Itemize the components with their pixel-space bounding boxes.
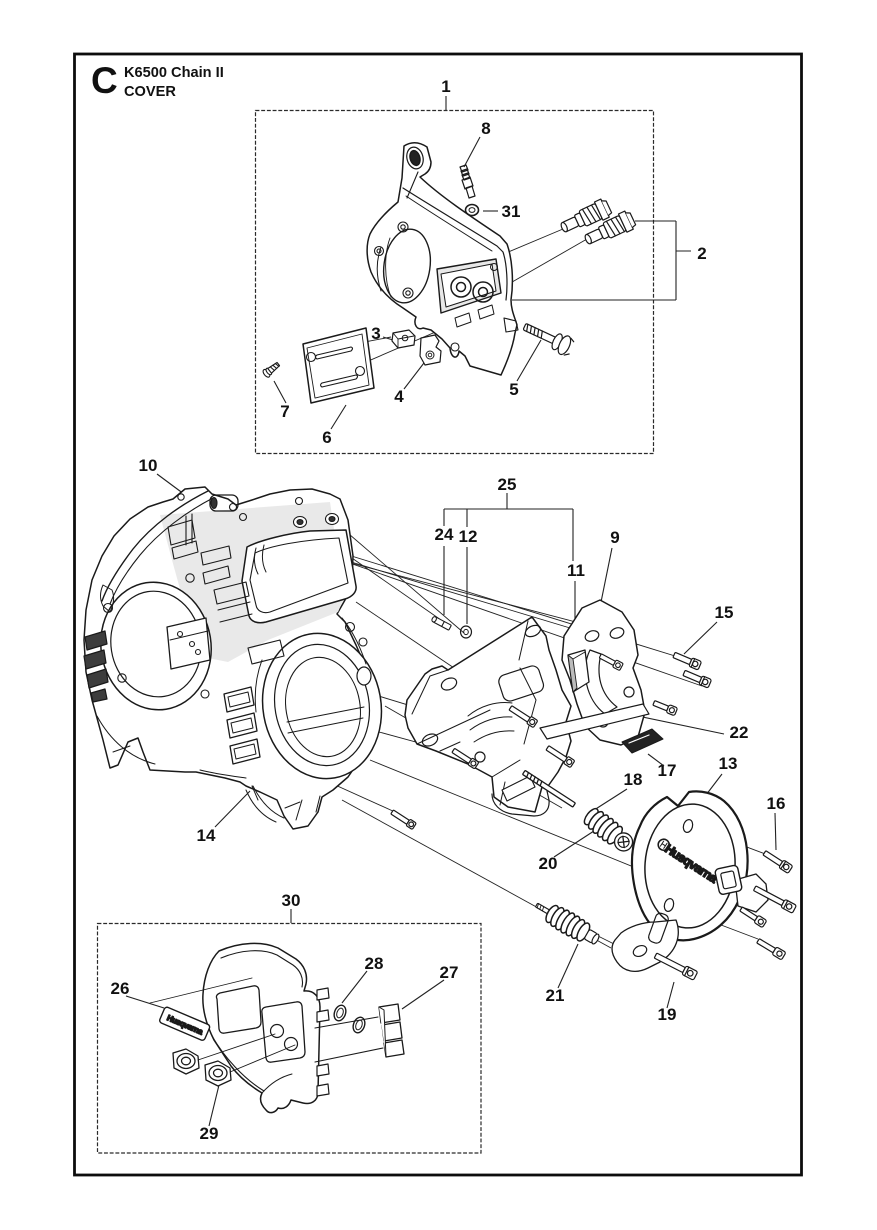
svg-text:1: 1 xyxy=(441,77,450,96)
svg-text:14: 14 xyxy=(197,826,216,845)
svg-text:29: 29 xyxy=(200,1124,219,1143)
svg-text:4: 4 xyxy=(394,387,404,406)
svg-text:C: C xyxy=(91,60,118,101)
svg-text:27: 27 xyxy=(440,963,459,982)
svg-text:16: 16 xyxy=(767,794,786,813)
svg-text:28: 28 xyxy=(365,954,384,973)
svg-text:10: 10 xyxy=(139,456,158,475)
svg-text:7: 7 xyxy=(280,402,289,421)
svg-text:2: 2 xyxy=(697,244,706,263)
svg-text:12: 12 xyxy=(459,527,478,546)
svg-text:COVER: COVER xyxy=(124,84,176,100)
svg-text:15: 15 xyxy=(715,603,734,622)
svg-text:24: 24 xyxy=(435,525,454,544)
svg-text:3: 3 xyxy=(371,324,380,343)
svg-text:19: 19 xyxy=(658,1005,677,1024)
svg-text:K6500 Chain II: K6500 Chain II xyxy=(124,65,224,81)
svg-text:8: 8 xyxy=(481,119,490,138)
svg-text:9: 9 xyxy=(610,528,619,547)
svg-text:6: 6 xyxy=(322,428,331,447)
svg-text:31: 31 xyxy=(502,202,521,221)
svg-text:21: 21 xyxy=(546,986,565,1005)
svg-text:18: 18 xyxy=(624,770,643,789)
svg-text:11: 11 xyxy=(567,561,585,580)
svg-text:13: 13 xyxy=(719,754,738,773)
svg-text:26: 26 xyxy=(111,979,130,998)
svg-text:30: 30 xyxy=(282,891,301,910)
svg-text:5: 5 xyxy=(509,380,518,399)
svg-text:25: 25 xyxy=(498,475,517,494)
svg-text:22: 22 xyxy=(730,723,749,742)
svg-text:20: 20 xyxy=(539,854,558,873)
svg-text:17: 17 xyxy=(658,761,677,780)
